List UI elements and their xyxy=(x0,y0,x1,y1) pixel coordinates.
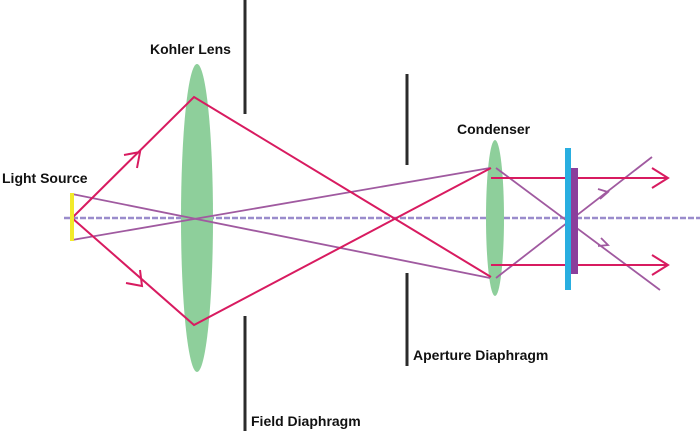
label-condenser: Condenser xyxy=(457,121,531,137)
imaging-rays xyxy=(71,95,670,327)
label-light-source: Light Source xyxy=(2,170,88,186)
specimen xyxy=(571,168,578,274)
label-aperture-diaphragm: Aperture Diaphragm xyxy=(413,347,549,363)
label-field-diaphragm: Field Diaphragm xyxy=(251,413,361,429)
specimen-slide xyxy=(565,148,571,290)
label-kohler-lens: Kohler Lens xyxy=(150,41,231,57)
condenser-lens xyxy=(486,140,504,296)
